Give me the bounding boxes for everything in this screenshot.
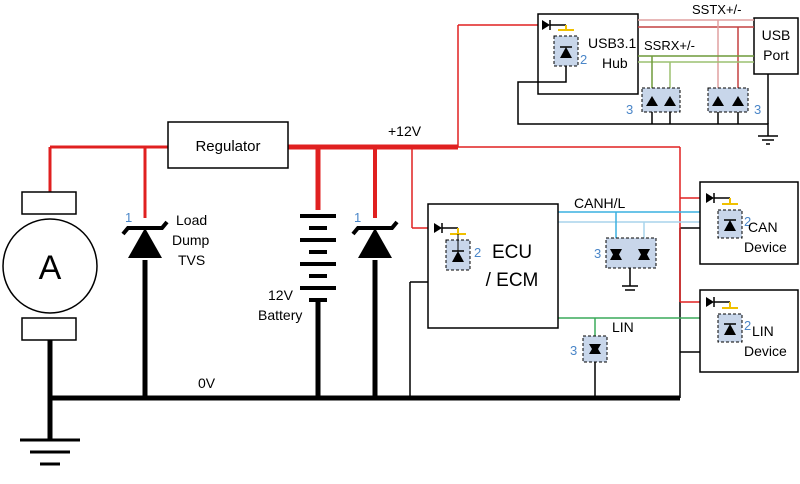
callout-lin-device-tvs: 2 bbox=[744, 318, 751, 333]
can-device-label-line-2: Device bbox=[744, 239, 787, 255]
ecu-label-line-2: / ECM bbox=[486, 270, 539, 291]
load-dump-label-line-1: Load bbox=[176, 212, 207, 228]
ground-label: 0V bbox=[198, 375, 216, 391]
usb-hub-label-line-1: USB3.1 bbox=[588, 35, 636, 51]
can-bus-label: CANH/L bbox=[574, 195, 626, 211]
power-rail: +12V bbox=[48, 24, 706, 303]
alternator: A bbox=[2, 191, 98, 341]
sstx-label: SSTX+/- bbox=[692, 2, 742, 17]
can-device: 2 CAN Device bbox=[699, 181, 799, 265]
ecu-label-line-1: ECU bbox=[492, 242, 532, 263]
load-dump-label-line-3: TVS bbox=[178, 252, 205, 268]
battery-label-line-1: 12V bbox=[268, 287, 294, 303]
callout-ecu-tvs: 2 bbox=[474, 245, 481, 260]
regulator: Regulator bbox=[167, 121, 289, 169]
regulator-label: Regulator bbox=[195, 138, 260, 155]
callout-usb-hub-tvs: 2 bbox=[580, 52, 587, 67]
callout-can-device-tvs: 2 bbox=[744, 214, 751, 229]
load-dump-tvs: 1 Load Dump TVS bbox=[121, 210, 210, 268]
usb-lanes: SSTX+/- SSRX+/- bbox=[638, 2, 754, 88]
lin-device-label-line-2: Device bbox=[744, 343, 787, 359]
callout-usb-esd-right: 3 bbox=[754, 102, 761, 117]
callout-usb-esd-left: 3 bbox=[626, 102, 633, 117]
can-esd-protection: 3 bbox=[594, 237, 657, 269]
can-bus: CANH/L bbox=[558, 195, 700, 291]
callout-battery-tvs: 1 bbox=[354, 210, 361, 225]
callout-load-dump: 1 bbox=[125, 210, 132, 225]
callout-lin-esd: 3 bbox=[570, 343, 577, 358]
usb-hub-label-line-2: Hub bbox=[602, 55, 628, 71]
lin-esd-protection: 3 bbox=[570, 335, 608, 363]
ssrx-label: SSRX+/- bbox=[644, 38, 695, 53]
rail-label: +12V bbox=[388, 123, 422, 139]
usb-port-label-line-1: USB bbox=[762, 27, 791, 43]
lin-bus-label: LIN bbox=[612, 319, 634, 335]
alternator-label: A bbox=[39, 249, 62, 287]
ecu: 2 ECU / ECM bbox=[427, 203, 559, 329]
callout-can-esd: 3 bbox=[594, 246, 601, 261]
usb-port-label-line-2: Port bbox=[763, 47, 789, 63]
load-dump-label-line-2: Dump bbox=[172, 232, 210, 248]
usb-esd-left: 3 bbox=[626, 87, 681, 124]
usb-hub: 2 USB3.1 Hub bbox=[517, 13, 778, 145]
battery-tvs: 1 bbox=[351, 210, 399, 258]
lin-bus: LIN bbox=[558, 317, 700, 336]
can-device-label-line-1: CAN bbox=[748, 219, 778, 235]
lin-device-label-line-1: LIN bbox=[752, 323, 774, 339]
usb-port: USB Port bbox=[753, 17, 799, 124]
lin-device: 2 LIN Device bbox=[699, 289, 799, 373]
usb-esd-right: 3 bbox=[707, 87, 761, 124]
battery: 12V Battery bbox=[258, 214, 336, 323]
battery-label-line-2: Battery bbox=[258, 307, 302, 323]
